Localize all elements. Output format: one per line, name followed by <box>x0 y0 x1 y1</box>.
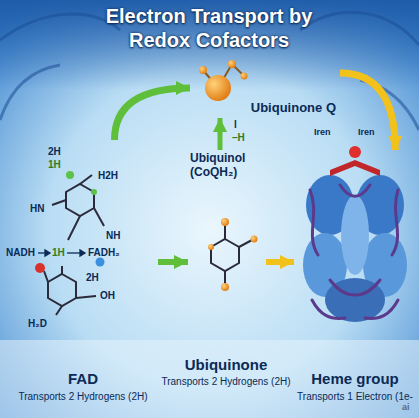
watermark: ai <box>402 403 410 413</box>
atom-label: NH <box>106 230 120 241</box>
atom-label: l <box>234 119 237 130</box>
diagram-title: Electron Transport by Redox Cofactors <box>89 4 329 52</box>
nitrogen-atom <box>96 258 105 267</box>
oxygen-atom <box>35 263 45 273</box>
node-body: Transports 1 Electron (1e- <box>294 391 416 403</box>
hydrogen-atom <box>91 189 97 195</box>
node-heading: Ubiquinone <box>160 356 292 373</box>
atom-label: OH <box>100 290 115 301</box>
atom-label: HN <box>30 203 44 214</box>
fad-label: FAD Transports 2 Hydrogens (2H) <box>8 140 158 410</box>
flow-arrow <box>217 118 222 150</box>
ubiquinol: Ubiquinol (CoQH₂) <box>188 150 266 300</box>
atom-label: 1H <box>52 247 65 258</box>
node-body: Transports 2 Hydrogens (2H) <box>160 376 292 388</box>
atom-label: Iren <box>314 128 331 138</box>
atom-label: H₂D <box>28 318 47 329</box>
node-heading: FAD <box>8 370 158 387</box>
atom-label: H2H <box>98 170 118 181</box>
ubiquinone-label: UbiquinoneTransports 2 Hydrogens (2H) <box>160 352 292 410</box>
flow-arrow <box>340 73 395 150</box>
fad-structure <box>44 175 104 315</box>
atom-label: FADH₂ <box>88 247 120 258</box>
atom-label: 2H <box>48 146 61 157</box>
atom-label: –H <box>232 132 245 143</box>
flow-arrow <box>266 259 294 265</box>
flow-arrow <box>115 88 191 140</box>
node-heading: Ubiquinone Q <box>190 101 336 116</box>
atom-label: 1H <box>48 159 61 170</box>
heme-group: Heme groupTransports 1 Electron (1e- <box>294 150 416 410</box>
ubiquinone-q: Ubiquinone Q <box>190 58 340 118</box>
bottom-band <box>0 340 419 418</box>
node-body: Transports 2 Hydrogens (2H) <box>8 391 158 403</box>
node-heading: Ubiquinol (CoQH₂) <box>190 152 266 180</box>
node-heading: Heme group <box>294 370 416 387</box>
atom-label: 2H <box>86 272 99 283</box>
ubiquinol-molecule <box>208 218 258 291</box>
hydrogen-atom <box>66 171 74 179</box>
ubiquinone-molecule <box>199 60 248 101</box>
flow-arrow <box>158 259 188 265</box>
heme-protein <box>303 146 407 322</box>
atom-label: Iren <box>358 128 375 138</box>
atom-label: NADH <box>6 247 35 258</box>
